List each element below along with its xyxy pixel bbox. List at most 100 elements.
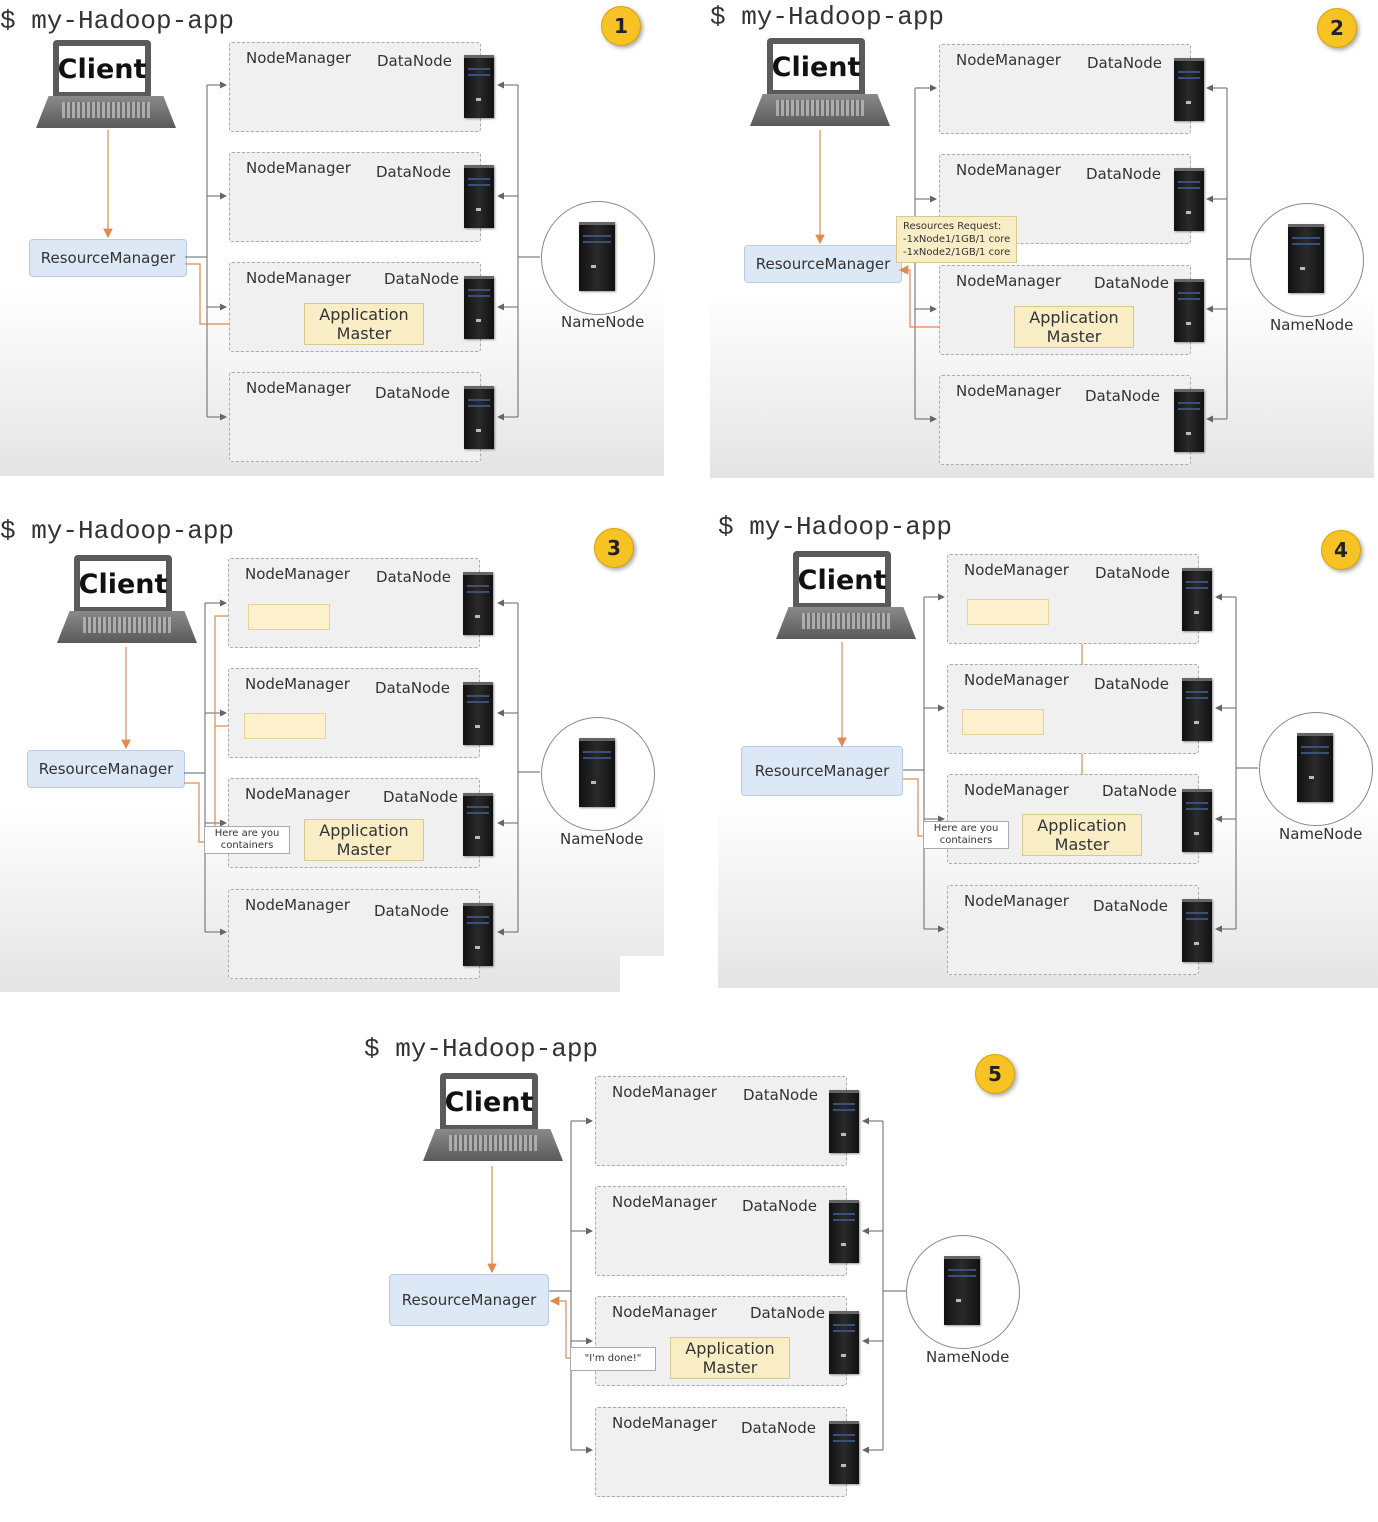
command-text: $ my-Hadoop-app <box>710 2 945 32</box>
data-node-label: DataNode <box>750 1304 825 1322</box>
server-icon <box>463 903 493 966</box>
node-manager-label: NodeManager <box>612 1193 717 1211</box>
worker-node-4: NodeManager DataNode <box>595 1407 847 1497</box>
thumbnail-corner <box>620 956 664 992</box>
node-manager-label: NodeManager <box>246 49 351 67</box>
server-icon <box>464 386 494 449</box>
client-laptop-icon: Client <box>57 555 197 647</box>
node-manager-label: NodeManager <box>964 561 1069 579</box>
worker-node-2: NodeManager DataNode <box>595 1186 847 1276</box>
data-node-label: DataNode <box>1094 274 1169 292</box>
data-node-label: DataNode <box>377 52 452 70</box>
server-icon <box>1182 568 1212 631</box>
worker-node-4: NodeManager DataNode <box>939 375 1191 465</box>
node-manager-label: NodeManager <box>964 892 1069 910</box>
server-icon <box>463 572 493 635</box>
step-badge: 4 <box>1321 530 1361 570</box>
server-icon <box>829 1090 859 1153</box>
worker-node-1: NodeManager DataNode <box>229 42 481 132</box>
server-icon <box>1174 168 1204 231</box>
data-node-label: DataNode <box>384 270 459 288</box>
node-manager-label: NodeManager <box>964 671 1069 689</box>
name-node-circle <box>906 1235 1020 1349</box>
client-laptop-icon: Client <box>423 1073 563 1165</box>
name-node-label: NameNode <box>1270 316 1354 334</box>
worker-node-1: NodeManager DataNode <box>228 558 480 648</box>
data-node-label: DataNode <box>375 384 450 402</box>
command-text: $ my-Hadoop-app <box>0 516 235 546</box>
client-laptop-icon: Client <box>750 38 890 130</box>
resources-request-note: Resources Request: -1xNode1/1GB/1 core -… <box>896 216 1018 263</box>
worker-node-4: NodeManager DataNode <box>228 889 480 979</box>
resource-manager: ResourceManager <box>744 245 902 283</box>
worker-node-2: NodeManager DataNode <box>939 154 1191 244</box>
server-icon <box>1182 678 1212 741</box>
container-box <box>248 604 330 630</box>
node-manager-label: NodeManager <box>956 161 1061 179</box>
connector-lines <box>837 593 1258 933</box>
container-box <box>244 713 326 739</box>
data-node-label: DataNode <box>374 902 449 920</box>
node-manager-label: NodeManager <box>246 379 351 397</box>
server-icon <box>1288 224 1324 293</box>
client-label: Client <box>772 44 860 90</box>
data-node-label: DataNode <box>375 679 450 697</box>
server-icon <box>1182 899 1212 962</box>
step-1-panel: $ my-Hadoop-app 1 Client ResourceManager… <box>0 0 664 476</box>
worker-node-1: NodeManager DataNode <box>939 44 1191 134</box>
client-label: Client <box>58 46 146 92</box>
worker-node-4: NodeManager DataNode <box>229 372 481 462</box>
client-label: Client <box>79 561 167 607</box>
name-node-label: NameNode <box>1279 825 1363 843</box>
worker-node-1: NodeManager DataNode <box>595 1076 847 1166</box>
server-icon <box>1174 58 1204 121</box>
node-manager-label: NodeManager <box>245 896 350 914</box>
server-icon <box>1174 389 1204 452</box>
data-node-label: DataNode <box>1093 897 1168 915</box>
data-node-label: DataNode <box>742 1197 817 1215</box>
step-badge: 1 <box>601 6 641 46</box>
worker-node-4: NodeManager DataNode <box>947 885 1199 975</box>
server-icon <box>463 793 493 856</box>
name-node-circle <box>541 717 655 831</box>
node-manager-label: NodeManager <box>964 781 1069 799</box>
data-node-label: DataNode <box>1086 165 1161 183</box>
container-box <box>967 599 1049 625</box>
client-label: Client <box>798 557 886 603</box>
command-text: $ my-Hadoop-app <box>364 1034 599 1064</box>
server-icon <box>1182 789 1212 852</box>
connector-lines <box>487 1117 906 1454</box>
node-manager-label: NodeManager <box>245 565 350 583</box>
data-node-label: DataNode <box>741 1419 816 1437</box>
client-laptop-icon: Client <box>776 551 916 643</box>
name-node-circle <box>541 201 655 315</box>
node-manager-label: NodeManager <box>246 269 351 287</box>
server-icon <box>464 276 494 339</box>
server-icon <box>829 1200 859 1263</box>
worker-node-2: NodeManager DataNode <box>229 152 481 242</box>
data-node-label: DataNode <box>376 568 451 586</box>
node-manager-label: NodeManager <box>612 1303 717 1321</box>
step-badge: 5 <box>975 1054 1015 1094</box>
server-icon <box>464 165 494 228</box>
node-manager-label: NodeManager <box>612 1083 717 1101</box>
server-icon <box>944 1256 980 1325</box>
step-3-panel: $ my-Hadoop-app 3 Client ResourceManager… <box>0 512 664 992</box>
server-icon <box>579 222 615 291</box>
server-icon <box>829 1421 859 1484</box>
resource-manager: ResourceManager <box>389 1274 549 1326</box>
data-node-label: DataNode <box>1094 675 1169 693</box>
node-manager-label: NodeManager <box>245 675 350 693</box>
server-icon <box>1297 733 1333 802</box>
resource-manager: ResourceManager <box>27 750 185 788</box>
name-node-label: NameNode <box>560 830 644 848</box>
data-node-label: DataNode <box>1085 387 1160 405</box>
name-node-circle <box>1250 203 1364 317</box>
client-label: Client <box>445 1079 533 1125</box>
done-note: "I'm done!" <box>570 1347 656 1371</box>
